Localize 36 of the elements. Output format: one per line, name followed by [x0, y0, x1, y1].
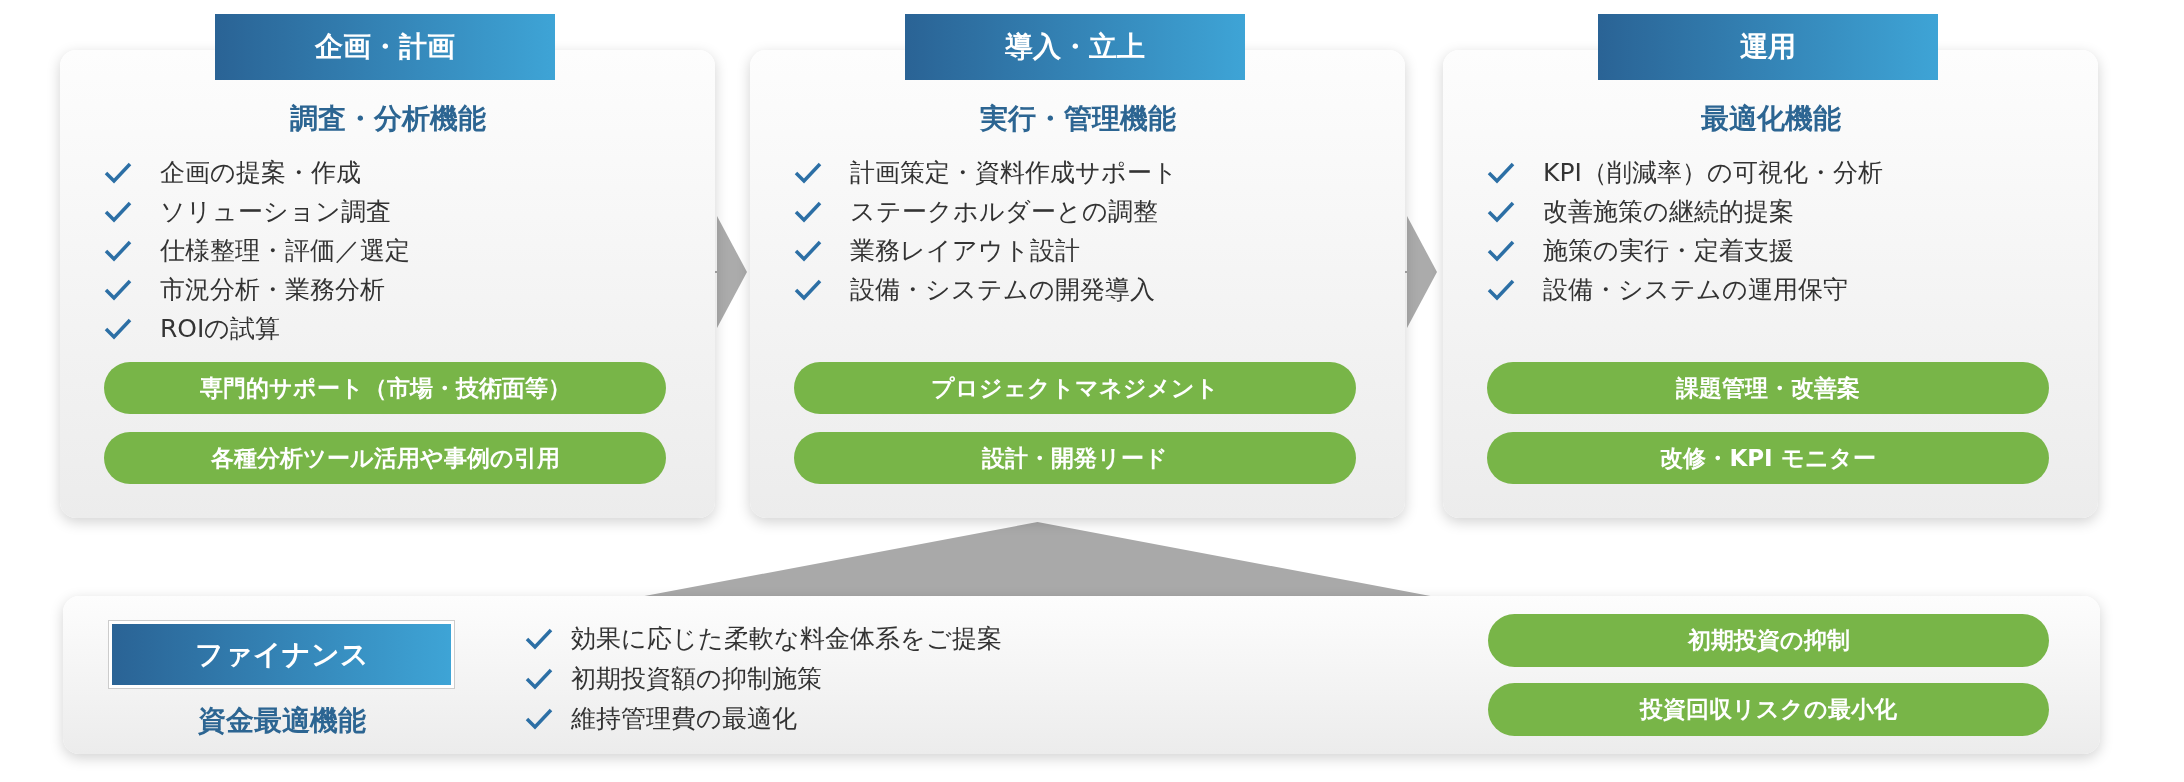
finance-panel — [63, 596, 2100, 754]
list-item: ROIの試算 — [160, 314, 281, 344]
section-heading: 最適化機能 — [1699, 101, 1842, 137]
chevron-arrow — [1404, 216, 1437, 328]
section-heading: 調査・分析機能 — [288, 101, 487, 137]
list-item: 業務レイアウト設計 — [850, 236, 1080, 266]
section-heading: 実行・管理機能 — [978, 101, 1177, 137]
header-tab: ファイナンス — [109, 621, 454, 688]
list-item: 施策の実行・定着支援 — [1543, 236, 1794, 266]
feature-pill: 各種分析ツール活用や事例の引用 — [104, 432, 666, 484]
list-item: KPI（削減率）の可視化・分析 — [1543, 158, 1883, 188]
list-item: ソリューション調査 — [160, 197, 391, 227]
feature-pill: 設計・開発リード — [794, 432, 1356, 484]
list-item: 初期投資額の抑制施策 — [571, 664, 822, 694]
feature-pill: 初期投資の抑制 — [1488, 614, 2049, 667]
header-tab: 導入・立上 — [905, 14, 1245, 80]
list-item: 市況分析・業務分析 — [160, 275, 385, 305]
list-item: 企画の提案・作成 — [160, 158, 361, 188]
list-item: 維持管理費の最適化 — [571, 704, 797, 734]
list-item: 改善施策の継続的提案 — [1543, 197, 1794, 227]
feature-pill: プロジェクトマネジメント — [794, 362, 1356, 414]
feature-pill: 専門的サポート（市場・技術面等） — [104, 362, 666, 414]
feature-pill: 改修・KPI モニター — [1487, 432, 2049, 484]
feature-pill: 課題管理・改善案 — [1487, 362, 2049, 414]
list-item: 仕様整理・評価／選定 — [160, 236, 410, 266]
section-heading: 資金最適機能 — [196, 703, 367, 739]
feature-pill: 投資回収リスクの最小化 — [1488, 683, 2049, 736]
chevron-arrow — [714, 216, 747, 328]
list-item: 設備・システムの開発導入 — [850, 275, 1155, 305]
header-tab: 企画・計画 — [215, 14, 555, 80]
list-item: 効果に応じた柔軟な料金体系をご提案 — [571, 624, 1002, 654]
list-item: 計画策定・資料作成サポート — [850, 158, 1178, 188]
list-item: 設備・システムの運用保守 — [1543, 275, 1848, 305]
connector-wedge — [644, 522, 1431, 596]
header-tab: 運用 — [1598, 14, 1938, 80]
list-item: ステークホルダーとの調整 — [850, 197, 1158, 227]
